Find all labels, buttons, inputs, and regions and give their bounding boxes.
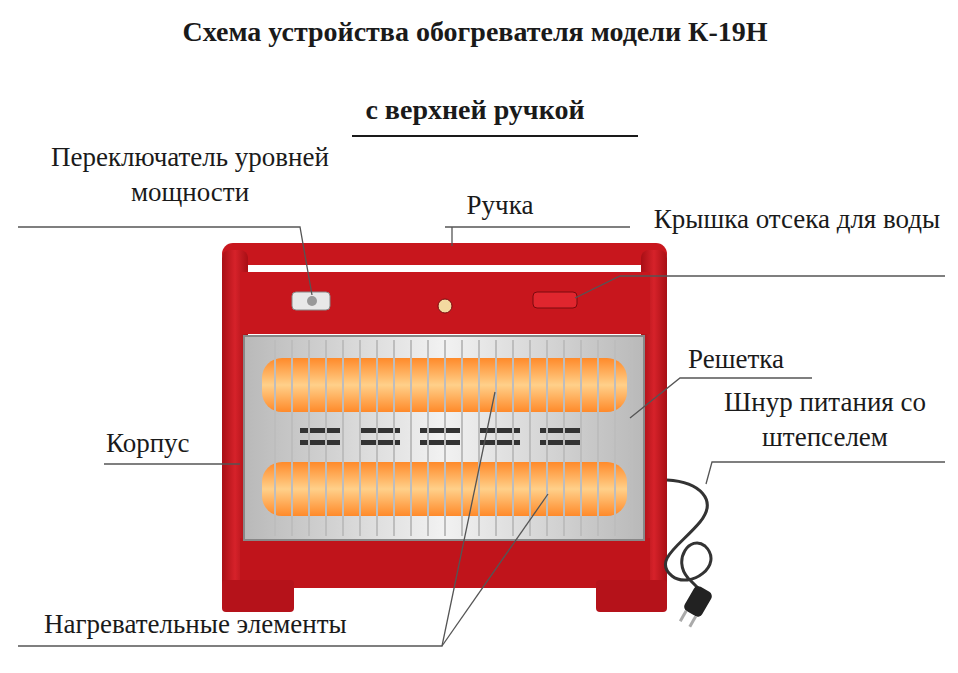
grille-wires: [258, 340, 632, 536]
grille-wire: [512, 340, 514, 536]
grille-wire: [546, 340, 548, 536]
window-frame: [244, 336, 644, 540]
grille-wire: [563, 340, 565, 536]
grille-wire: [325, 340, 327, 536]
part-label: Крышка отсека для воды: [652, 202, 942, 237]
grille-wire: [308, 340, 310, 536]
grille-wire: [529, 340, 531, 536]
grille-wire: [580, 340, 582, 536]
subtitle-underline: [352, 135, 638, 137]
part-label: Переключатель уровней мощности: [10, 140, 370, 210]
grille-wire: [274, 340, 276, 536]
grille-wire: [359, 340, 361, 536]
grille-wire: [427, 340, 429, 536]
part-label: Решетка: [688, 342, 784, 377]
power-switch: [292, 292, 330, 310]
subtitle: с верхней ручкой: [0, 92, 954, 128]
power-cord: [665, 480, 711, 590]
grille-wire: [393, 340, 395, 536]
title: Схема устройства обогревателя модели К-1…: [0, 14, 954, 50]
heater-body: [222, 243, 667, 612]
leader-lines: [18, 227, 945, 646]
logo-badge: [438, 299, 452, 313]
grille-wire: [597, 340, 599, 536]
grille-wire: [342, 340, 344, 536]
plug: [676, 584, 713, 629]
grille-wire: [461, 340, 463, 536]
switch-knob: [307, 296, 317, 306]
grille-wire: [444, 340, 446, 536]
grille-wire: [614, 340, 616, 536]
water-cap: [533, 292, 577, 308]
grille-wire: [631, 340, 633, 536]
grille-wire: [291, 340, 293, 536]
grille-wire: [495, 340, 497, 536]
part-label: Нагревательные элементы: [44, 607, 347, 642]
part-label: Корпус: [106, 426, 190, 461]
grille-wire: [410, 340, 412, 536]
part-label: Шнур питания со штепселем: [705, 385, 945, 455]
grille-wire: [478, 340, 480, 536]
part-label: Ручка: [438, 188, 562, 223]
grille-wire: [376, 340, 378, 536]
grille-wire: [257, 340, 259, 536]
